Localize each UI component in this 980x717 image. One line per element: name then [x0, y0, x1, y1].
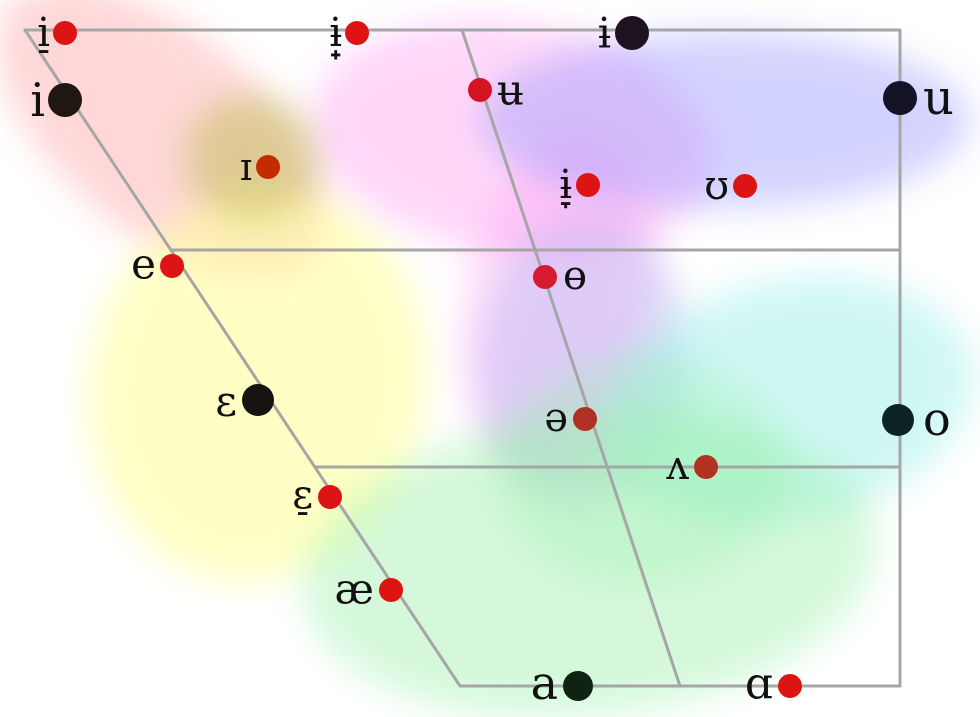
vowel-label-schwa: ə	[544, 395, 568, 441]
edge-layer	[23, 28, 902, 688]
vowel-label-small-capital-i: ɪ	[240, 145, 252, 189]
vowel-dot-i-bar-lowered	[576, 173, 600, 197]
vowel-dot-i	[48, 83, 82, 117]
region-open-green-upper-lobe	[495, 355, 785, 585]
vowel-dot-small-capital-i	[256, 155, 280, 179]
vowel-dot-i-retracted	[53, 21, 77, 45]
vowel-label-a: a	[531, 656, 558, 710]
vowel-dot-a	[563, 671, 593, 701]
vowel-label-i-bar: ɨ	[598, 9, 611, 58]
vowel-dot-u	[883, 81, 917, 115]
vowel-dot-u-bar	[468, 78, 492, 102]
vowel-label-script-a: ɑ	[745, 659, 773, 710]
vowel-label-u: u	[923, 70, 954, 126]
vowel-label-e: e	[131, 240, 156, 289]
region-near-close-olive	[185, 96, 321, 220]
vowel-label-barred-o: ɵ	[563, 253, 587, 299]
vowel-label-upsilon: ʊ	[704, 163, 729, 209]
vowel-dot-i-bar	[615, 16, 649, 50]
vowel-dot-barred-o	[533, 265, 557, 289]
region-back-close-purple	[480, 32, 970, 208]
vowel-dot-epsilon-retracted	[318, 485, 342, 509]
vowel-label-o: o	[923, 392, 951, 446]
vowel-label-epsilon: ɛ	[215, 377, 237, 426]
vowel-label-ash: æ	[335, 565, 374, 614]
vowel-dot-e	[160, 254, 184, 278]
vowel-dot-turned-v	[694, 455, 718, 479]
vowel-dot-i-bar-advanced	[345, 21, 369, 45]
vowel-label-i-retracted: i̠	[37, 10, 50, 56]
vowel-label-i: i	[30, 73, 45, 127]
vowel-dot-epsilon	[242, 384, 274, 416]
vowel-label-u-bar: ʉ	[497, 66, 524, 115]
vowel-dot-o	[882, 404, 914, 436]
vowel-dot-schwa	[573, 407, 597, 431]
vowel-label-turned-v: ʌ	[665, 443, 689, 489]
vowel-layer: i̠ ɨ̟ ɨ i ʉ u ɪ ɨ̞ ʊ e ɵ ɛ ə o ʌ ɛ̠ æ a ɑ	[30, 9, 954, 711]
central-line	[460, 28, 682, 688]
vowel-dot-upsilon	[733, 174, 757, 198]
vowel-label-i-bar-advanced: ɨ̟	[329, 10, 342, 59]
vowel-dot-ash	[379, 578, 403, 602]
vowel-label-epsilon-retracted: ɛ̠	[292, 472, 313, 518]
front-edge	[23, 28, 462, 688]
vowel-label-i-bar-lowered: ɨ̞	[559, 162, 572, 208]
vowel-dot-script-a	[778, 674, 802, 698]
